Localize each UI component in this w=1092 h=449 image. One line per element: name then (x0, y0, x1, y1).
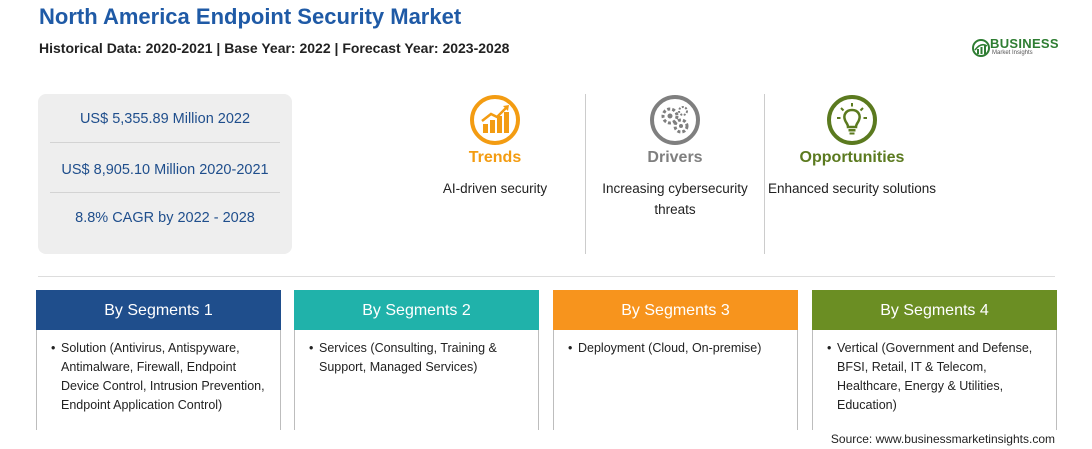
segment-card-4: By Segments 4 • Vertical (Government and … (812, 290, 1057, 430)
list-item: • Solution (Antivirus, Antispyware, Antim… (51, 339, 276, 415)
bullet: • (309, 341, 314, 355)
segment-card-2: By Segments 2 • Services (Consulting, Tra… (294, 290, 539, 430)
trends-label: Trends (468, 149, 522, 166)
business-market-insights-logo: BUSINESS Market Insights (972, 36, 1062, 60)
segment-3-item: Deployment (Cloud, On-premise) (578, 341, 762, 355)
section-divider (38, 276, 1055, 277)
stat-market-size-historical: US$ 8,905.10 Million 2020-2021 (61, 162, 269, 178)
segment-3-header: By Segments 3 (553, 290, 798, 330)
rising-chart-icon (470, 95, 520, 145)
segment-2-header: By Segments 2 (294, 290, 539, 330)
bullet: • (827, 341, 832, 355)
column-divider (585, 94, 586, 254)
gears-icon (650, 95, 700, 145)
stat-cagr: 8.8% CAGR by 2022 - 2028 (75, 210, 255, 226)
stat-divider (50, 142, 280, 143)
logo-tagline: Market Insights (992, 50, 1033, 56)
page-title: North America Endpoint Security Market (39, 4, 462, 29)
segment-1-item: Solution (Antivirus, Antispyware, Antima… (61, 341, 265, 412)
segment-2-body: • Services (Consulting, Training & Suppor… (294, 330, 539, 430)
list-item: • Services (Consulting, Training & Suppor… (309, 339, 534, 377)
opportunities-description: Enhanced security solutions (767, 181, 937, 196)
page-subtitle: Historical Data: 2020-2021 | Base Year: … (39, 40, 510, 56)
source-credit: Source: www.businessmarketinsights.com (830, 432, 1055, 446)
opportunities-label: Opportunities (799, 149, 905, 166)
segment-2-item: Services (Consulting, Training & Support… (319, 341, 497, 374)
column-divider (764, 94, 765, 254)
trends-description: AI-driven security (442, 181, 548, 196)
list-item: • Deployment (Cloud, On-premise) (568, 339, 793, 358)
market-stats-panel: US$ 5,355.89 Million 2022 US$ 8,905.10 M… (38, 94, 292, 254)
stat-divider (50, 192, 280, 193)
globe-logo-icon (972, 39, 990, 57)
segment-1-body: • Solution (Antivirus, Antispyware, Antim… (36, 330, 281, 430)
segment-3-body: • Deployment (Cloud, On-premise) (553, 330, 798, 430)
drivers-label: Drivers (647, 149, 703, 166)
bullet: • (568, 341, 573, 355)
segment-card-3: By Segments 3 • Deployment (Cloud, On-pre… (553, 290, 798, 430)
segment-1-header: By Segments 1 (36, 290, 281, 330)
drivers-description: Increasing cybersecurity threats (602, 181, 748, 217)
logo-wordmark: BUSINESS (990, 36, 1059, 51)
segment-4-header: By Segments 4 (812, 290, 1057, 330)
list-item: • Vertical (Government and Defense, BFSI,… (827, 339, 1052, 415)
segment-4-body: • Vertical (Government and Defense, BFSI,… (812, 330, 1057, 430)
bullet: • (51, 341, 56, 355)
segment-4-item: Vertical (Government and Defense, BFSI, … (837, 341, 1033, 412)
lightbulb-icon (827, 95, 877, 145)
segment-card-1: By Segments 1 • Solution (Antivirus, Anti… (36, 290, 281, 430)
stat-market-size-2022: US$ 5,355.89 Million 2022 (79, 111, 251, 127)
